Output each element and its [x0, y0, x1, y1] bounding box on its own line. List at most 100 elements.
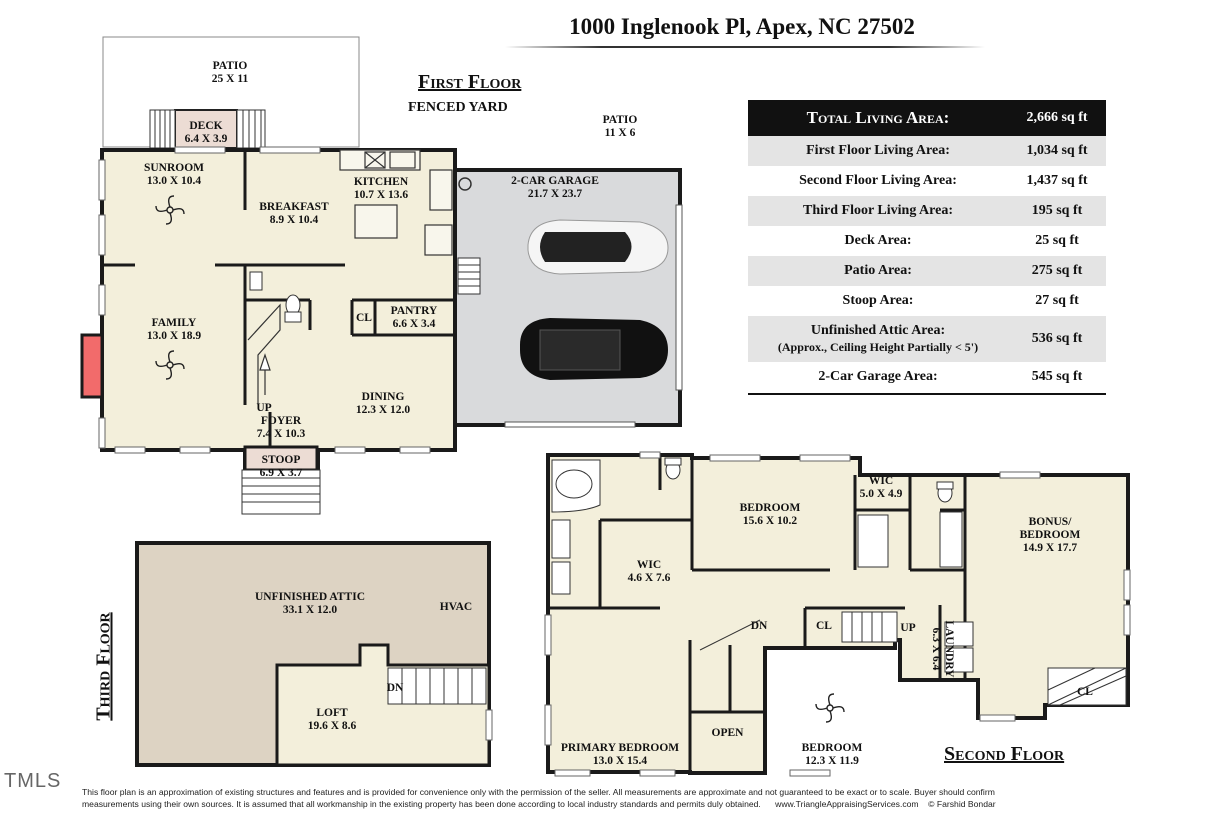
- room-hvac: HVAC: [432, 601, 480, 614]
- room-name: UP: [900, 622, 916, 634]
- area-label: Stoop Area:: [842, 293, 914, 308]
- room-name: STOOP: [261, 454, 301, 466]
- room-dim: 13.0 X 15.4: [592, 755, 648, 767]
- room-closet-second: CL: [812, 620, 836, 633]
- disclaimer-line-2: measurements using their own sources. It…: [82, 798, 1162, 810]
- property-address-title: 1000 Inglenook Pl, Apex, NC 27502: [569, 14, 915, 39]
- third-floor-label: Third Floor: [92, 612, 115, 721]
- room-name: HVAC: [439, 601, 473, 613]
- total-living-area-row: Total Living Area: 2,666 sq ft: [748, 100, 1106, 136]
- area-value: 195 sq ft: [1031, 203, 1083, 218]
- area-row: Third Floor Living Area:195 sq ft: [748, 196, 1106, 226]
- half-bath-fixtures: [249, 271, 302, 323]
- room-dim: 14.9 X 17.7: [1022, 542, 1078, 554]
- website-link[interactable]: www.TriangleAppraisingServices.com: [775, 799, 919, 809]
- second-floor-label: Second Floor: [944, 743, 1065, 765]
- room-name: WIC: [636, 559, 662, 571]
- disclaimer-line-1: This floor plan is an approximation of e…: [82, 787, 995, 797]
- deck-stairs-left: [149, 109, 176, 149]
- area-label: Second Floor Living Area:: [799, 173, 957, 188]
- area-label: First Floor Living Area:: [806, 143, 950, 158]
- bonus-closet: [1047, 667, 1127, 706]
- room-dim: 6.3 X 6.4: [930, 627, 942, 671]
- garage-steps: [457, 257, 481, 295]
- disclaimer-text: measurements using their own sources. It…: [82, 799, 761, 809]
- first-floor-walls: [102, 150, 455, 450]
- room-name: UNFINISHED ATTIC: [254, 591, 366, 603]
- room-name: PRIMARY BEDROOM: [560, 742, 680, 754]
- room-name: LAUNDRY: [943, 620, 955, 678]
- copyright-text: © Farshid Bondar: [928, 799, 996, 809]
- room-dim: 7.4 X 10.3: [256, 428, 306, 440]
- area-label: Deck Area:: [844, 233, 912, 248]
- room-name: PATIO: [212, 60, 248, 72]
- first-floor-label: First Floor: [418, 71, 522, 93]
- stairs-down-label-second: DN: [744, 620, 774, 633]
- area-value: 25 sq ft: [1035, 233, 1079, 248]
- room-dim: 19.6 X 8.6: [307, 720, 357, 732]
- stairs-up-label-second: UP: [896, 622, 920, 635]
- garage-area-value: 545 sq ft: [1031, 369, 1083, 384]
- room-dim: 25 X 11: [211, 73, 249, 85]
- room-dim: 11 X 6: [604, 127, 636, 139]
- first-floor-stairs: [247, 303, 281, 405]
- room-closet-first: CL: [353, 312, 375, 325]
- room-name: CL: [1077, 686, 1093, 698]
- room-name: OPEN: [711, 727, 744, 739]
- room-dim: 12.3 X 11.9: [805, 755, 859, 767]
- room-name: UP: [256, 402, 272, 414]
- second-floor-outline: [546, 453, 1130, 775]
- watermark-logo: TMLS: [4, 770, 62, 792]
- room-name: DECK: [189, 120, 223, 132]
- fenced-yard-label: FENCED YARD: [408, 100, 508, 115]
- area-row: Stoop Area:27 sq ft: [748, 286, 1106, 316]
- title-underline: [505, 46, 985, 48]
- area-value: 1,034 sq ft: [1026, 143, 1088, 158]
- room-open: OPEN: [700, 727, 755, 740]
- area-label: Patio Area:: [844, 263, 912, 278]
- second-floor-walls: [548, 455, 967, 772]
- stairs-up-label: UP: [252, 402, 276, 415]
- area-row: First Floor Living Area: 1,034 sq ft: [748, 136, 1106, 166]
- room-dim: 12.3 X 12.0: [355, 404, 411, 416]
- total-living-area-value: 2,666 sq ft: [1026, 110, 1088, 125]
- room-dim: 8.9 X 10.4: [269, 214, 319, 226]
- room-name: DN: [750, 620, 768, 632]
- first-floor-windows: [98, 146, 431, 454]
- room-name: DN: [386, 682, 404, 694]
- room-name: BREAKFAST: [259, 201, 329, 213]
- area-row: Second Floor Living Area:1,437 sq ft: [748, 166, 1106, 196]
- room-name: SUNROOM: [143, 162, 205, 174]
- room-dim: 6.4 X 3.9: [184, 133, 228, 145]
- room-dim: 21.7 X 23.7: [527, 188, 583, 200]
- room-name: PATIO: [602, 114, 638, 126]
- total-living-area-label: Total Living Area:: [806, 108, 950, 127]
- loft-stairs: [387, 667, 487, 705]
- room-name: BEDROOM: [801, 742, 863, 754]
- room-name: KITCHEN: [353, 176, 409, 188]
- room-name: PANTRY: [390, 305, 438, 317]
- car-white-icon: [527, 219, 669, 275]
- table-bottom-rule: [748, 393, 1106, 395]
- deck-stairs-right: [236, 109, 266, 149]
- room-dim: 15.6 X 10.2: [742, 515, 798, 527]
- room-dim: 33.1 X 12.0: [282, 604, 338, 616]
- attic-area-label: Unfinished Attic Area:(Approx., Ceiling …: [748, 322, 1008, 356]
- room-dim: 4.6 X 7.6: [627, 572, 671, 584]
- stoop-steps: [241, 469, 321, 515]
